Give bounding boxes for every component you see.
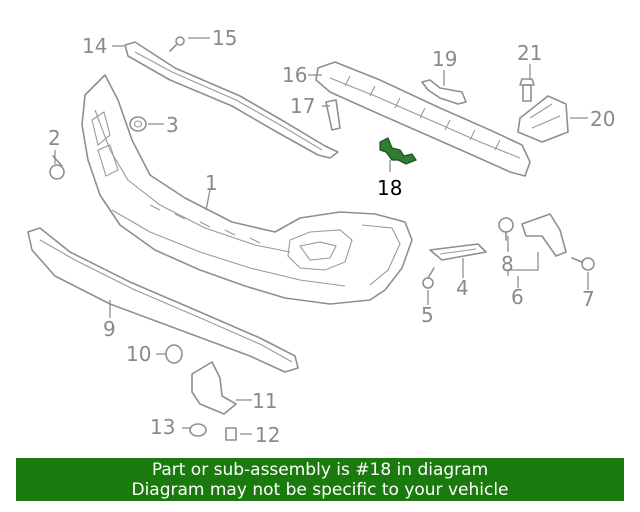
callout-10: 10 <box>126 342 151 366</box>
info-banner: Part or sub-assembly is #18 in diagram D… <box>16 458 624 501</box>
part-9-lower-trim <box>27 227 299 373</box>
part-14-upper-trim <box>124 41 339 159</box>
callout-18: 18 <box>377 176 402 200</box>
callout-21: 21 <box>517 41 542 65</box>
part-21-bolt <box>519 78 535 102</box>
part-16-beam <box>315 61 531 177</box>
part-5-screw <box>422 267 435 289</box>
callout-7: 7 <box>582 287 595 311</box>
callout-3: 3 <box>166 113 179 137</box>
part-19-bracket <box>421 79 467 105</box>
callout-19: 19 <box>432 47 457 71</box>
part-12-clip <box>225 427 237 441</box>
callout-1: 1 <box>205 171 218 195</box>
callout-2: 2 <box>48 126 61 150</box>
callout-9: 9 <box>103 317 116 341</box>
callout-5: 5 <box>421 303 434 327</box>
callout-14: 14 <box>82 34 107 58</box>
part-7-screw <box>571 257 595 271</box>
callout-6: 6 <box>511 285 524 309</box>
callout-16: 16 <box>282 63 307 87</box>
part-15-screw <box>169 36 185 52</box>
banner-line-1: Part or sub-assembly is #18 in diagram <box>151 460 489 480</box>
part-11-lower-bracket <box>191 361 237 415</box>
callout-13: 13 <box>150 415 175 439</box>
callout-20: 20 <box>590 107 615 131</box>
callout-12: 12 <box>255 423 280 447</box>
part-18-bracket-highlighted <box>379 137 417 165</box>
part-3-grommet <box>129 116 147 132</box>
callout-4: 4 <box>456 276 469 300</box>
part-13-nut <box>189 423 207 437</box>
callout-11: 11 <box>252 389 277 413</box>
leader-lines <box>54 37 589 435</box>
part-2-screw <box>49 155 65 180</box>
part-6-bracket <box>521 213 567 257</box>
part-10-cap <box>165 344 183 364</box>
part-17-clip <box>325 99 341 131</box>
part-1-bumper-cover <box>81 74 413 305</box>
callout-15: 15 <box>212 26 237 50</box>
part-4-bracket <box>429 243 487 261</box>
part-20-mount-bracket <box>517 95 569 143</box>
callout-8: 8 <box>501 252 514 276</box>
callout-labels: 1 2 3 4 5 6 7 8 9 10 11 12 13 14 15 16 1… <box>48 26 615 447</box>
part-8-fastener <box>498 217 514 241</box>
callout-17: 17 <box>290 94 315 118</box>
banner-line-2: Diagram may not be specific to your vehi… <box>131 480 509 500</box>
